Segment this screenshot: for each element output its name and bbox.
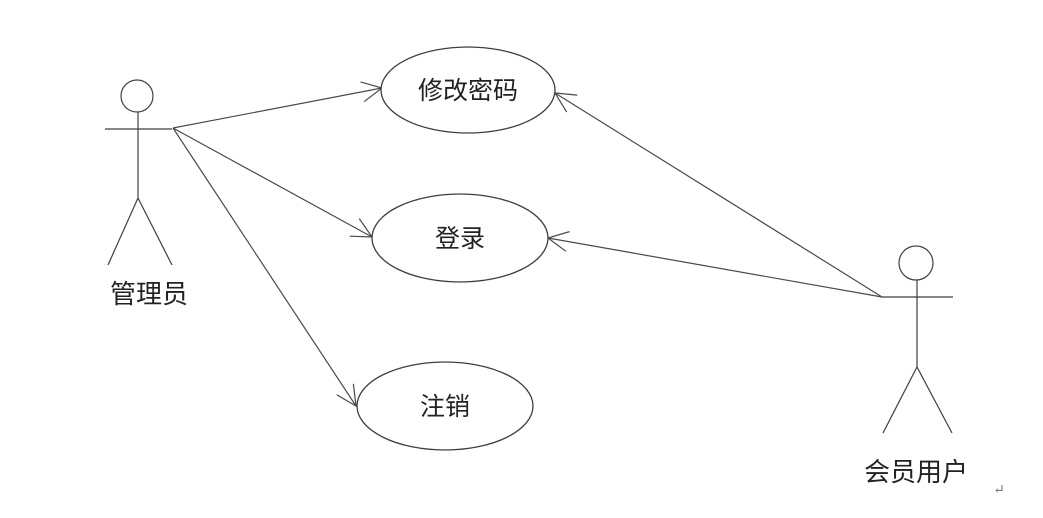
usecase-change-password-ellipse	[380, 46, 556, 134]
usecase-login-ellipse	[371, 193, 549, 283]
usecase-logout-label: 注销	[420, 393, 470, 421]
usecase-logout: 注销	[356, 361, 534, 451]
usecase-logout-ellipse	[356, 361, 534, 451]
actor-member-head	[898, 245, 934, 281]
actor-member-label: 会员用户	[864, 458, 968, 487]
actor-admin: 管理员	[105, 79, 188, 309]
association-admin-login	[172, 127, 372, 237]
actor-admin-head	[120, 79, 154, 113]
association-member-change-password	[555, 93, 883, 298]
usecase-change-password: 修改密码	[380, 46, 556, 134]
usecase-login: 登录	[371, 193, 549, 283]
actor-member: 会员用户	[864, 245, 968, 487]
paragraph-return-mark: ↵	[993, 483, 1005, 498]
association-member-login	[548, 238, 883, 298]
actor-admin-label: 管理员	[110, 280, 188, 309]
association-admin-change-password	[172, 88, 382, 129]
usecase-login-label: 登录	[435, 225, 485, 253]
actor-admin-right-leg	[137, 197, 173, 266]
actor-member-right-leg	[916, 366, 953, 434]
actor-admin-left-leg	[107, 197, 139, 266]
association-admin-logout	[172, 127, 356, 406]
actor-member-left-leg	[882, 366, 918, 434]
usecase-change-password-label: 修改密码	[418, 77, 518, 105]
